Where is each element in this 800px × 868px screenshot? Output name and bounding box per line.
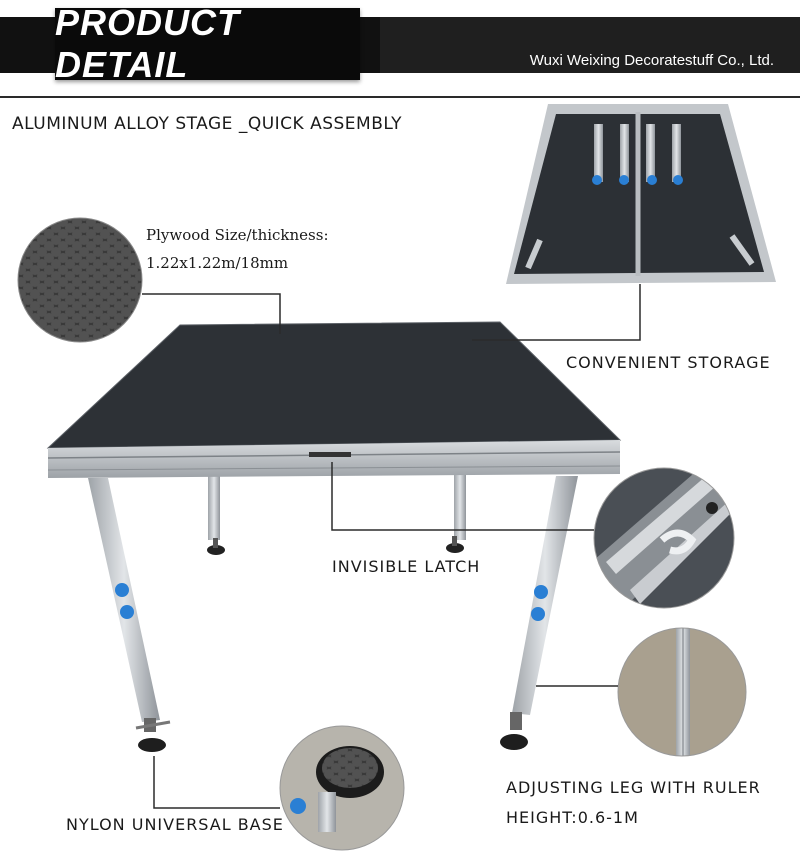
front-leg-right <box>500 476 578 750</box>
company-name: Wuxi Weixing Decoratestuff Co., Ltd. <box>529 52 774 69</box>
title-box: PRODUCT DETAIL <box>55 2 360 85</box>
latch-detail-circle <box>593 467 735 609</box>
plywood-detail-circle <box>17 217 143 343</box>
storage-label: CONVENIENT STORAGE <box>566 353 771 372</box>
plywood-value: 1.22x1.22m/18mm <box>146 254 289 272</box>
front-leg-left <box>88 478 171 752</box>
back-leg-left <box>207 475 225 555</box>
header-divider <box>0 96 800 98</box>
base-detail-circle <box>279 725 405 851</box>
latch-label: INVISIBLE LATCH <box>332 557 481 576</box>
callout-lines <box>142 284 641 809</box>
page-title: PRODUCT DETAIL <box>55 2 240 85</box>
base-label: NYLON UNIVERSAL BASE <box>66 815 284 834</box>
leg-label: ADJUSTING LEG WITH RULER <box>506 778 761 797</box>
height-label: HEIGHT:0.6-1M <box>506 808 639 827</box>
back-leg-right <box>446 475 466 553</box>
leg-ruler-circle <box>617 627 747 757</box>
stage-deck <box>48 322 620 448</box>
storage-view <box>506 104 776 284</box>
product-subtitle: ALUMINUM ALLOY STAGE _QUICK ASSEMBLY <box>12 114 402 134</box>
latch-marker <box>309 452 351 457</box>
plywood-title: Plywood Size/thickness: <box>146 226 329 244</box>
